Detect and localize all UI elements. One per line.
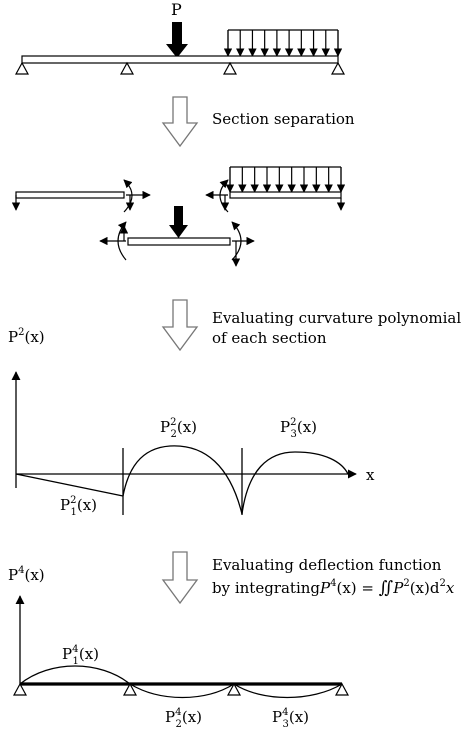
separated-sections: [11, 166, 346, 267]
right-section-left-end-actions: [205, 179, 230, 213]
process-arrow-1: [161, 96, 199, 148]
curvature-segment-3: [241, 451, 349, 515]
middle-point-load-arrow: [169, 206, 188, 238]
step1-caption: Section separation: [212, 110, 355, 128]
right-section-distributed-load: [229, 166, 342, 192]
process-arrow-2: [161, 299, 199, 352]
deflection-curve-2: [129, 683, 235, 698]
middle-section-left-end-actions: [99, 221, 129, 261]
step2-caption-line2: of each section: [212, 329, 327, 347]
left-section-right-end-actions: [123, 179, 151, 213]
middle-section-beam: [127, 237, 231, 246]
full-beam-section: P: [14, 0, 346, 75]
load-label: P: [171, 0, 182, 19]
beam-supports: [14, 61, 346, 75]
deflection-y-axis-label: P4(x): [8, 565, 45, 584]
full-beam: [21, 55, 339, 64]
curvature-x-axis-label: x: [366, 466, 375, 484]
curvature-segment-1: [15, 473, 124, 497]
left-section-beam: [15, 191, 125, 199]
deflection-supports: [12, 682, 350, 696]
curvature-y-axis-label: P2(x): [8, 327, 45, 346]
step2-caption-line1: Evaluating curvature polynomial: [212, 309, 461, 327]
distributed-load-arrows: [223, 30, 343, 57]
middle-section-right-end-actions: [231, 221, 255, 267]
distributed-load: [227, 29, 339, 56]
deflection-curve-3: [233, 683, 343, 698]
step3-caption-line1: Evaluating deflection function: [212, 556, 442, 574]
right-section-beam: [229, 191, 342, 199]
right-section-load-arrows: [225, 167, 346, 193]
point-load-arrow: [166, 22, 188, 58]
curvature-segment-2: [122, 445, 243, 515]
deflection-equation: P4(x) = ∬P2(x)d2x: [319, 578, 455, 598]
step3-caption-line2: by integrating: [212, 579, 320, 597]
process-arrow-3: [161, 551, 199, 605]
deflection-curve-1: [19, 665, 131, 685]
